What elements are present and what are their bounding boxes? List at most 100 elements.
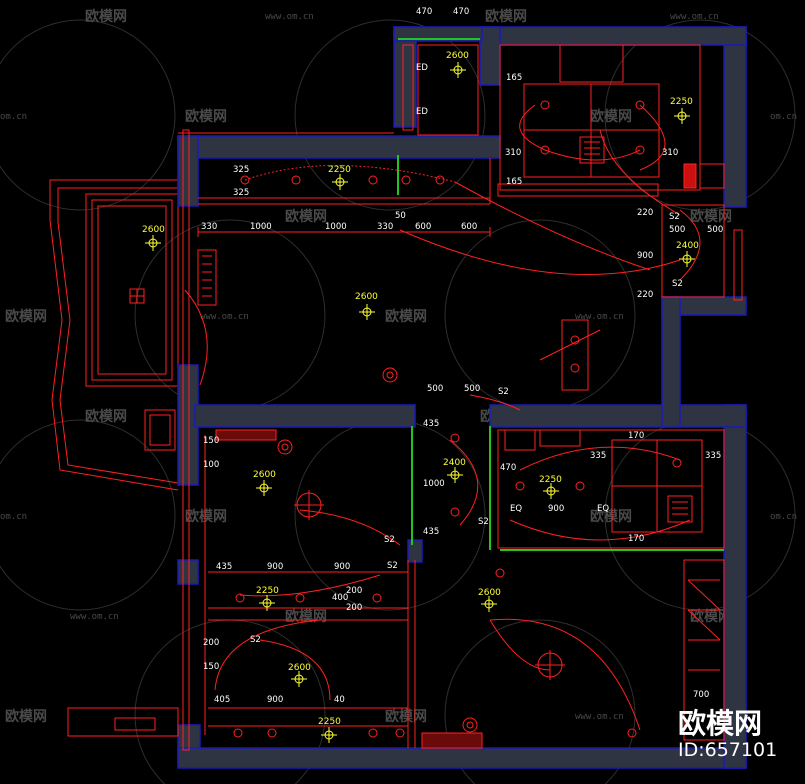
svg-text:200: 200: [346, 603, 362, 613]
svg-text:500: 500: [427, 384, 443, 394]
svg-text:150: 150: [203, 436, 219, 446]
watermark-logo: 欧模网: [690, 208, 732, 225]
switch-label: S2: [669, 212, 680, 222]
svg-text:40: 40: [334, 695, 345, 705]
watermark-logo: 欧模网: [385, 708, 427, 725]
wall: [393, 26, 483, 42]
watermark-url: www.om.cn: [575, 712, 624, 722]
svg-text:325: 325: [233, 165, 249, 175]
height-marker: 2600: [478, 588, 501, 612]
svg-text:900: 900: [267, 562, 283, 572]
wall: [479, 26, 501, 86]
svg-text:2250: 2250: [318, 717, 341, 727]
watermark-url: om.cn: [0, 112, 27, 122]
svg-text:435: 435: [423, 419, 439, 429]
svg-text:470: 470: [453, 7, 469, 17]
svg-text:1000: 1000: [250, 222, 272, 232]
svg-text:220: 220: [637, 208, 653, 218]
svg-text:325: 325: [233, 188, 249, 198]
svg-text:50: 50: [395, 211, 406, 221]
wall: [479, 26, 747, 46]
wall: [177, 747, 747, 769]
partitions: [397, 38, 724, 551]
switch-label: S2: [384, 535, 395, 545]
watermark-logo: 欧模网: [385, 308, 427, 325]
watermark-url: www.om.cn: [70, 612, 119, 622]
svg-text:2250: 2250: [256, 586, 279, 596]
watermark-url: www.om.cn: [200, 312, 249, 322]
svg-text:200: 200: [203, 638, 219, 648]
height-marker: 2600: [142, 225, 165, 251]
svg-text:310: 310: [505, 148, 521, 158]
dimension-labels: 470 470 330 1000 1000 330 600 600 50 325…: [201, 7, 723, 705]
ceiling-height-markers: 2600 2250 2250 2600 2600 2400 2400 2250 …: [142, 51, 699, 743]
switch-label: S2: [478, 517, 489, 527]
wall: [661, 296, 681, 428]
wall: [723, 26, 747, 208]
height-marker: 2250: [670, 97, 693, 124]
svg-text:2400: 2400: [676, 241, 699, 251]
svg-text:335: 335: [705, 451, 721, 461]
svg-text:2400: 2400: [443, 458, 466, 468]
watermark-logo: 欧模网: [590, 108, 632, 125]
svg-text:2600: 2600: [253, 470, 276, 480]
svg-text:2600: 2600: [478, 588, 501, 598]
switch-label: S2: [498, 387, 509, 397]
wall: [194, 404, 416, 428]
svg-text:165: 165: [506, 177, 522, 187]
brand-logo-text: 欧模网: [678, 707, 762, 740]
watermark-logo: 欧模网: [285, 208, 327, 225]
svg-text:600: 600: [461, 222, 477, 232]
height-marker: 2400: [443, 458, 466, 483]
svg-text:2600: 2600: [355, 292, 378, 302]
height-marker: 2400: [676, 241, 699, 267]
watermark-logo: 欧模网: [485, 8, 527, 25]
watermark-logo: 欧模网: [185, 508, 227, 525]
svg-text:470: 470: [500, 463, 516, 473]
watermark-url: om.cn: [770, 512, 797, 522]
svg-text:1000: 1000: [325, 222, 347, 232]
switch-label: S2: [672, 279, 683, 289]
watermark-logo: 欧模网: [285, 608, 327, 625]
watermark-logo: 欧模网: [185, 108, 227, 125]
watermark-logo: 欧模网: [5, 308, 47, 325]
svg-text:500: 500: [464, 384, 480, 394]
svg-text:310: 310: [662, 148, 678, 158]
svg-text:ED: ED: [416, 107, 428, 117]
svg-text:700: 700: [693, 690, 709, 700]
svg-text:500: 500: [707, 225, 723, 235]
watermark-url: www.om.cn: [670, 12, 719, 22]
wiring: [184, 104, 701, 731]
svg-text:600: 600: [415, 222, 431, 232]
brand-id: ID:657101: [678, 739, 777, 761]
svg-text:165: 165: [506, 73, 522, 83]
svg-text:2250: 2250: [539, 475, 562, 485]
watermark-logo: 欧模网: [590, 508, 632, 525]
height-marker: 2600: [288, 663, 311, 687]
svg-text:900: 900: [334, 562, 350, 572]
height-marker: 2600: [446, 51, 469, 78]
wall: [489, 404, 747, 428]
svg-text:330: 330: [377, 222, 393, 232]
svg-text:170: 170: [628, 534, 644, 544]
watermark-url: om.cn: [770, 112, 797, 122]
height-marker: 2600: [355, 292, 378, 320]
wall: [407, 539, 423, 563]
svg-text:335: 335: [590, 451, 606, 461]
svg-text:1000: 1000: [423, 479, 445, 489]
svg-text:2600: 2600: [288, 663, 311, 673]
watermark-url: om.cn: [0, 512, 27, 522]
svg-text:150: 150: [203, 662, 219, 672]
brand-logo: 欧模网 ID:657101: [678, 707, 777, 761]
watermark-url: www.om.cn: [575, 312, 624, 322]
svg-text:2250: 2250: [328, 165, 351, 175]
wall: [177, 135, 199, 207]
height-marker: 2250: [328, 165, 351, 190]
switch-label: S2: [387, 561, 398, 571]
svg-text:900: 900: [548, 504, 564, 514]
watermark-logo: 欧模网: [85, 8, 127, 25]
svg-text:220: 220: [637, 290, 653, 300]
downlights: [233, 100, 682, 738]
svg-text:435: 435: [216, 562, 232, 572]
wall: [177, 135, 501, 159]
